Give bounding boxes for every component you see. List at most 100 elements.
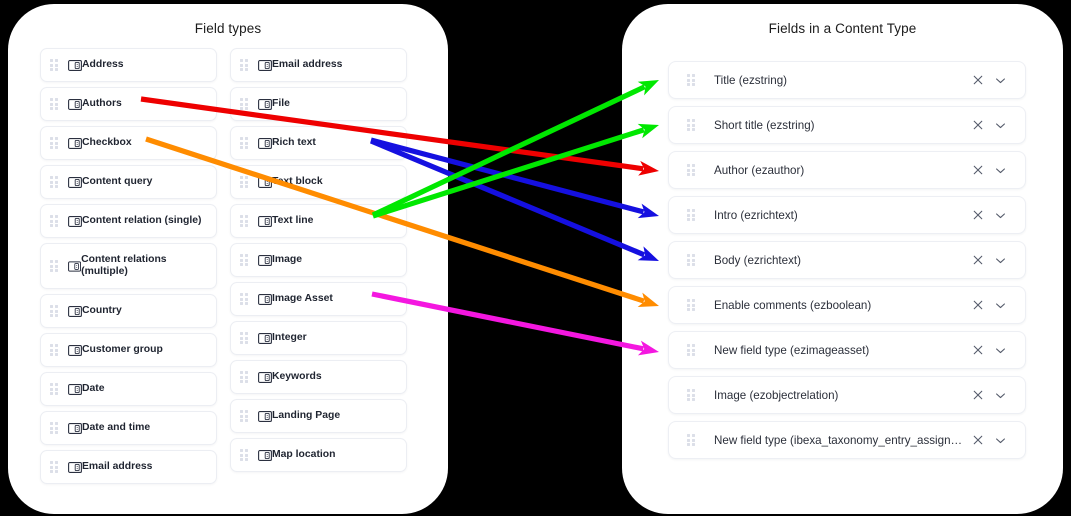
field-type-label: File: [272, 98, 290, 109]
drag-handle-icon[interactable]: [50, 461, 59, 473]
field-type-item[interactable]: Text block: [230, 165, 407, 199]
field-type-label: Email address: [82, 461, 153, 472]
drag-handle-icon[interactable]: [687, 434, 696, 446]
field-type-label: Rich text: [272, 137, 316, 148]
content-type-field-row[interactable]: Body (ezrichtext): [668, 241, 1026, 279]
content-type-field-name: Enable comments (ezboolean): [714, 298, 872, 312]
field-type-label: Date: [82, 383, 105, 394]
drag-handle-icon[interactable]: [687, 164, 696, 176]
drag-handle-icon[interactable]: [50, 260, 59, 272]
remove-field-button[interactable]: [967, 204, 989, 226]
content-type-field-row[interactable]: Image (ezobjectrelation): [668, 376, 1026, 414]
remove-field-button[interactable]: [967, 294, 989, 316]
expand-field-button[interactable]: [989, 69, 1011, 91]
drag-handle-icon[interactable]: [50, 137, 59, 149]
drag-handle-icon[interactable]: [240, 98, 249, 110]
field-type-item[interactable]: Content query: [40, 165, 217, 199]
remove-field-button[interactable]: [967, 429, 989, 451]
field-type-label: Map location: [272, 449, 336, 460]
drag-handle-icon[interactable]: [687, 299, 696, 311]
content-type-field-row[interactable]: Author (ezauthor): [668, 151, 1026, 189]
field-type-item[interactable]: File: [230, 87, 407, 121]
drag-handle-icon[interactable]: [50, 215, 59, 227]
field-type-label: Authors: [82, 98, 122, 109]
remove-field-button[interactable]: [967, 114, 989, 136]
drag-handle-icon[interactable]: [687, 119, 696, 131]
drag-handle-icon[interactable]: [240, 410, 249, 422]
field-type-icon: [258, 176, 272, 188]
content-type-field-row[interactable]: New field type (ibexa_taxonomy_entry_ass…: [668, 421, 1026, 459]
drag-handle-icon[interactable]: [687, 74, 696, 86]
expand-field-button[interactable]: [989, 294, 1011, 316]
drag-handle-icon[interactable]: [687, 344, 696, 356]
drag-handle-icon[interactable]: [240, 176, 249, 188]
drag-handle-icon[interactable]: [50, 176, 59, 188]
expand-field-button[interactable]: [989, 159, 1011, 181]
field-type-item[interactable]: Address: [40, 48, 217, 82]
field-type-item[interactable]: Landing Page: [230, 399, 407, 433]
field-type-item[interactable]: Integer: [230, 321, 407, 355]
expand-field-button[interactable]: [989, 114, 1011, 136]
field-type-item[interactable]: Customer group: [40, 333, 217, 367]
drag-handle-icon[interactable]: [240, 332, 249, 344]
drag-handle-icon[interactable]: [240, 293, 249, 305]
expand-field-button[interactable]: [989, 339, 1011, 361]
field-type-label: Email address: [272, 59, 343, 70]
drag-handle-icon[interactable]: [50, 305, 59, 317]
field-type-icon: [258, 59, 272, 71]
drag-handle-icon[interactable]: [50, 98, 59, 110]
field-type-item[interactable]: Date and time: [40, 411, 217, 445]
field-type-item[interactable]: Authors: [40, 87, 217, 121]
content-type-field-row[interactable]: Enable comments (ezboolean): [668, 286, 1026, 324]
drag-handle-icon[interactable]: [687, 209, 696, 221]
drag-handle-icon[interactable]: [50, 422, 59, 434]
field-type-item[interactable]: Email address: [230, 48, 407, 82]
field-type-item[interactable]: Content relations (multiple): [40, 243, 217, 289]
remove-field-button[interactable]: [967, 69, 989, 91]
remove-field-button[interactable]: [967, 159, 989, 181]
remove-field-button[interactable]: [967, 249, 989, 271]
drag-handle-icon[interactable]: [50, 344, 59, 356]
expand-field-button[interactable]: [989, 249, 1011, 271]
content-type-field-row[interactable]: New field type (ezimageasset): [668, 331, 1026, 369]
drag-handle-icon[interactable]: [240, 254, 249, 266]
drag-handle-icon[interactable]: [50, 59, 59, 71]
field-type-icon: [68, 137, 82, 149]
field-type-icon: [68, 260, 82, 272]
field-type-icon: [258, 98, 272, 110]
field-type-item[interactable]: Keywords: [230, 360, 407, 394]
field-type-item[interactable]: Date: [40, 372, 217, 406]
field-type-item[interactable]: Email address: [40, 450, 217, 484]
field-type-label: Text block: [272, 176, 323, 187]
field-type-label: Content query: [82, 176, 153, 187]
content-type-field-name: Intro (ezrichtext): [714, 208, 798, 222]
content-type-field-row[interactable]: Short title (ezstring): [668, 106, 1026, 144]
drag-handle-icon[interactable]: [240, 59, 249, 71]
field-type-item[interactable]: Content relation (single): [40, 204, 217, 238]
field-type-item[interactable]: Image Asset: [230, 282, 407, 316]
field-type-label: Address: [82, 59, 124, 70]
drag-handle-icon[interactable]: [240, 215, 249, 227]
field-type-item[interactable]: Rich text: [230, 126, 407, 160]
drag-handle-icon[interactable]: [240, 449, 249, 461]
field-type-item[interactable]: Map location: [230, 438, 407, 472]
field-type-item[interactable]: Text line: [230, 204, 407, 238]
drag-handle-icon[interactable]: [687, 254, 696, 266]
field-type-item[interactable]: Checkbox: [40, 126, 217, 160]
content-type-field-row[interactable]: Intro (ezrichtext): [668, 196, 1026, 234]
expand-field-button[interactable]: [989, 204, 1011, 226]
remove-field-button[interactable]: [967, 384, 989, 406]
field-type-item[interactable]: Image: [230, 243, 407, 277]
expand-field-button[interactable]: [989, 384, 1011, 406]
content-type-field-row[interactable]: Title (ezstring): [668, 61, 1026, 99]
field-type-icon: [68, 59, 82, 71]
drag-handle-icon[interactable]: [240, 137, 249, 149]
drag-handle-icon[interactable]: [50, 383, 59, 395]
drag-handle-icon[interactable]: [687, 389, 696, 401]
remove-field-button[interactable]: [967, 339, 989, 361]
field-type-item[interactable]: Country: [40, 294, 217, 328]
drag-handle-icon[interactable]: [240, 371, 249, 383]
expand-field-button[interactable]: [989, 429, 1011, 451]
